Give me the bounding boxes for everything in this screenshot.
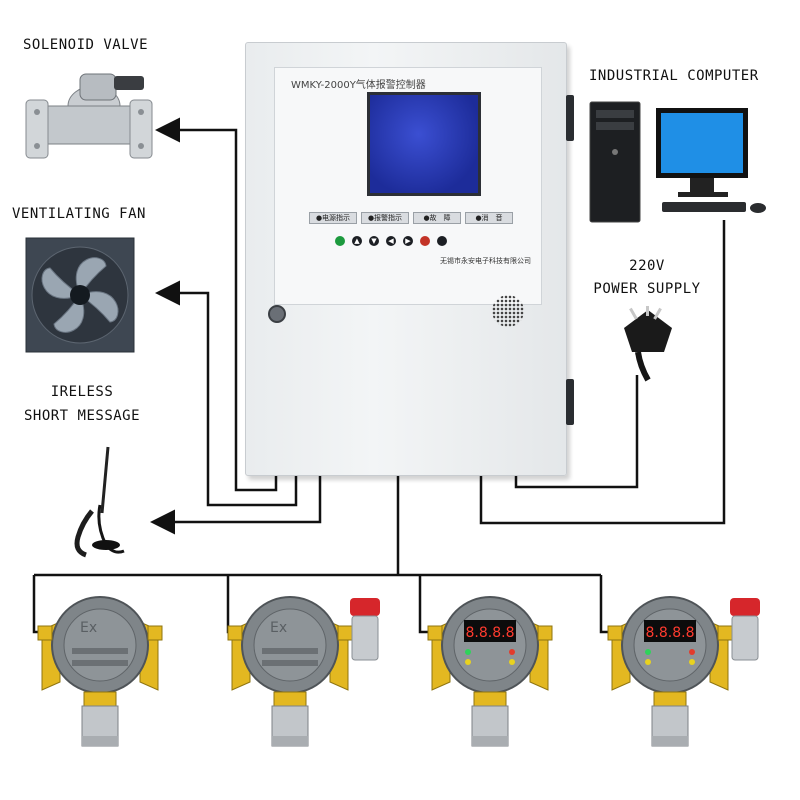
indicator-buttons: ●电源指示 ●报警指示 ●故 障 ●消 音 <box>309 212 513 224</box>
down-arrow-icon[interactable]: ▼ <box>369 236 379 246</box>
alarm-indicator-button[interactable]: ●报警指示 <box>361 212 409 224</box>
gas-detector-3: 8.8.8.8 <box>427 596 553 747</box>
wire-computer <box>479 220 726 525</box>
right-arrow-icon[interactable]: ▶ <box>403 236 413 246</box>
wire-power <box>514 375 639 489</box>
wireless-label-line2: SHORT MESSAGE <box>23 408 141 424</box>
ex-mark: Ex <box>270 620 287 636</box>
industrial-computer-icon <box>589 101 766 223</box>
power-supply-label-line1: 220V <box>629 258 665 274</box>
ventilating-fan-icon <box>25 237 135 353</box>
navigation-keys: ▲ ▼ ◀ ▶ <box>335 236 447 246</box>
controller-model-label: WMKY-2000Y气体报警控制器 <box>291 80 426 91</box>
fault-indicator-button[interactable]: ●故 障 <box>413 212 461 224</box>
industrial-computer-label: INDUSTRIAL COMPUTER <box>589 68 759 84</box>
wire-to-wireless <box>150 476 322 535</box>
up-arrow-icon[interactable]: ▲ <box>352 236 362 246</box>
solenoid-valve-icon <box>25 73 153 159</box>
alarm-light-icon <box>350 598 380 661</box>
confirm-key[interactable] <box>335 236 345 246</box>
gas-detector-2: Ex <box>227 596 380 747</box>
solenoid-valve-label: SOLENOID VALVE <box>23 37 149 53</box>
left-arrow-icon[interactable]: ◀ <box>386 236 396 246</box>
gas-detector-4: 8.8.8.8 <box>607 596 760 747</box>
ex-mark: Ex <box>80 620 97 636</box>
mute-button[interactable]: ●消 音 <box>465 212 513 224</box>
controller-panel: WMKY-2000Y气体报警控制器 ●电源指示 ●报警指示 ●故 障 ●消 音 … <box>274 67 542 305</box>
power-plug-icon <box>624 306 672 382</box>
led-readout: 8.8.8.8 <box>466 625 515 641</box>
power-key[interactable] <box>437 236 447 246</box>
ventilating-fan-label: VENTILATING FAN <box>12 206 146 222</box>
wire-to-valve <box>155 117 278 492</box>
gas-detectors: Ex Ex 8.8.8.8 8.8.8.8 <box>37 596 760 747</box>
gas-alarm-controller: WMKY-2000Y气体报警控制器 ●电源指示 ●报警指示 ●故 障 ●消 音 … <box>245 42 574 476</box>
led-display <box>644 620 696 642</box>
manufacturer-label: 无锡市永安电子科技有限公司 <box>440 257 531 265</box>
alarm-light-icon <box>730 598 760 661</box>
controller-lcd-screen <box>367 92 481 196</box>
gas-detector-1: Ex <box>37 596 163 747</box>
lock-icon[interactable] <box>268 305 286 323</box>
wire-to-fan <box>155 280 298 507</box>
wireless-label-line1: IRELESS <box>50 384 114 400</box>
speaker-grille-icon <box>492 295 524 327</box>
led-display <box>464 620 516 642</box>
power-supply-label-line2: POWER SUPPLY <box>593 281 701 297</box>
cancel-key[interactable] <box>420 236 430 246</box>
led-readout: 8.8.8.8 <box>646 625 695 641</box>
hinge-top <box>566 95 574 141</box>
power-indicator-button[interactable]: ●电源指示 <box>309 212 357 224</box>
hinge-bottom <box>566 379 574 425</box>
antenna-icon <box>74 446 125 558</box>
